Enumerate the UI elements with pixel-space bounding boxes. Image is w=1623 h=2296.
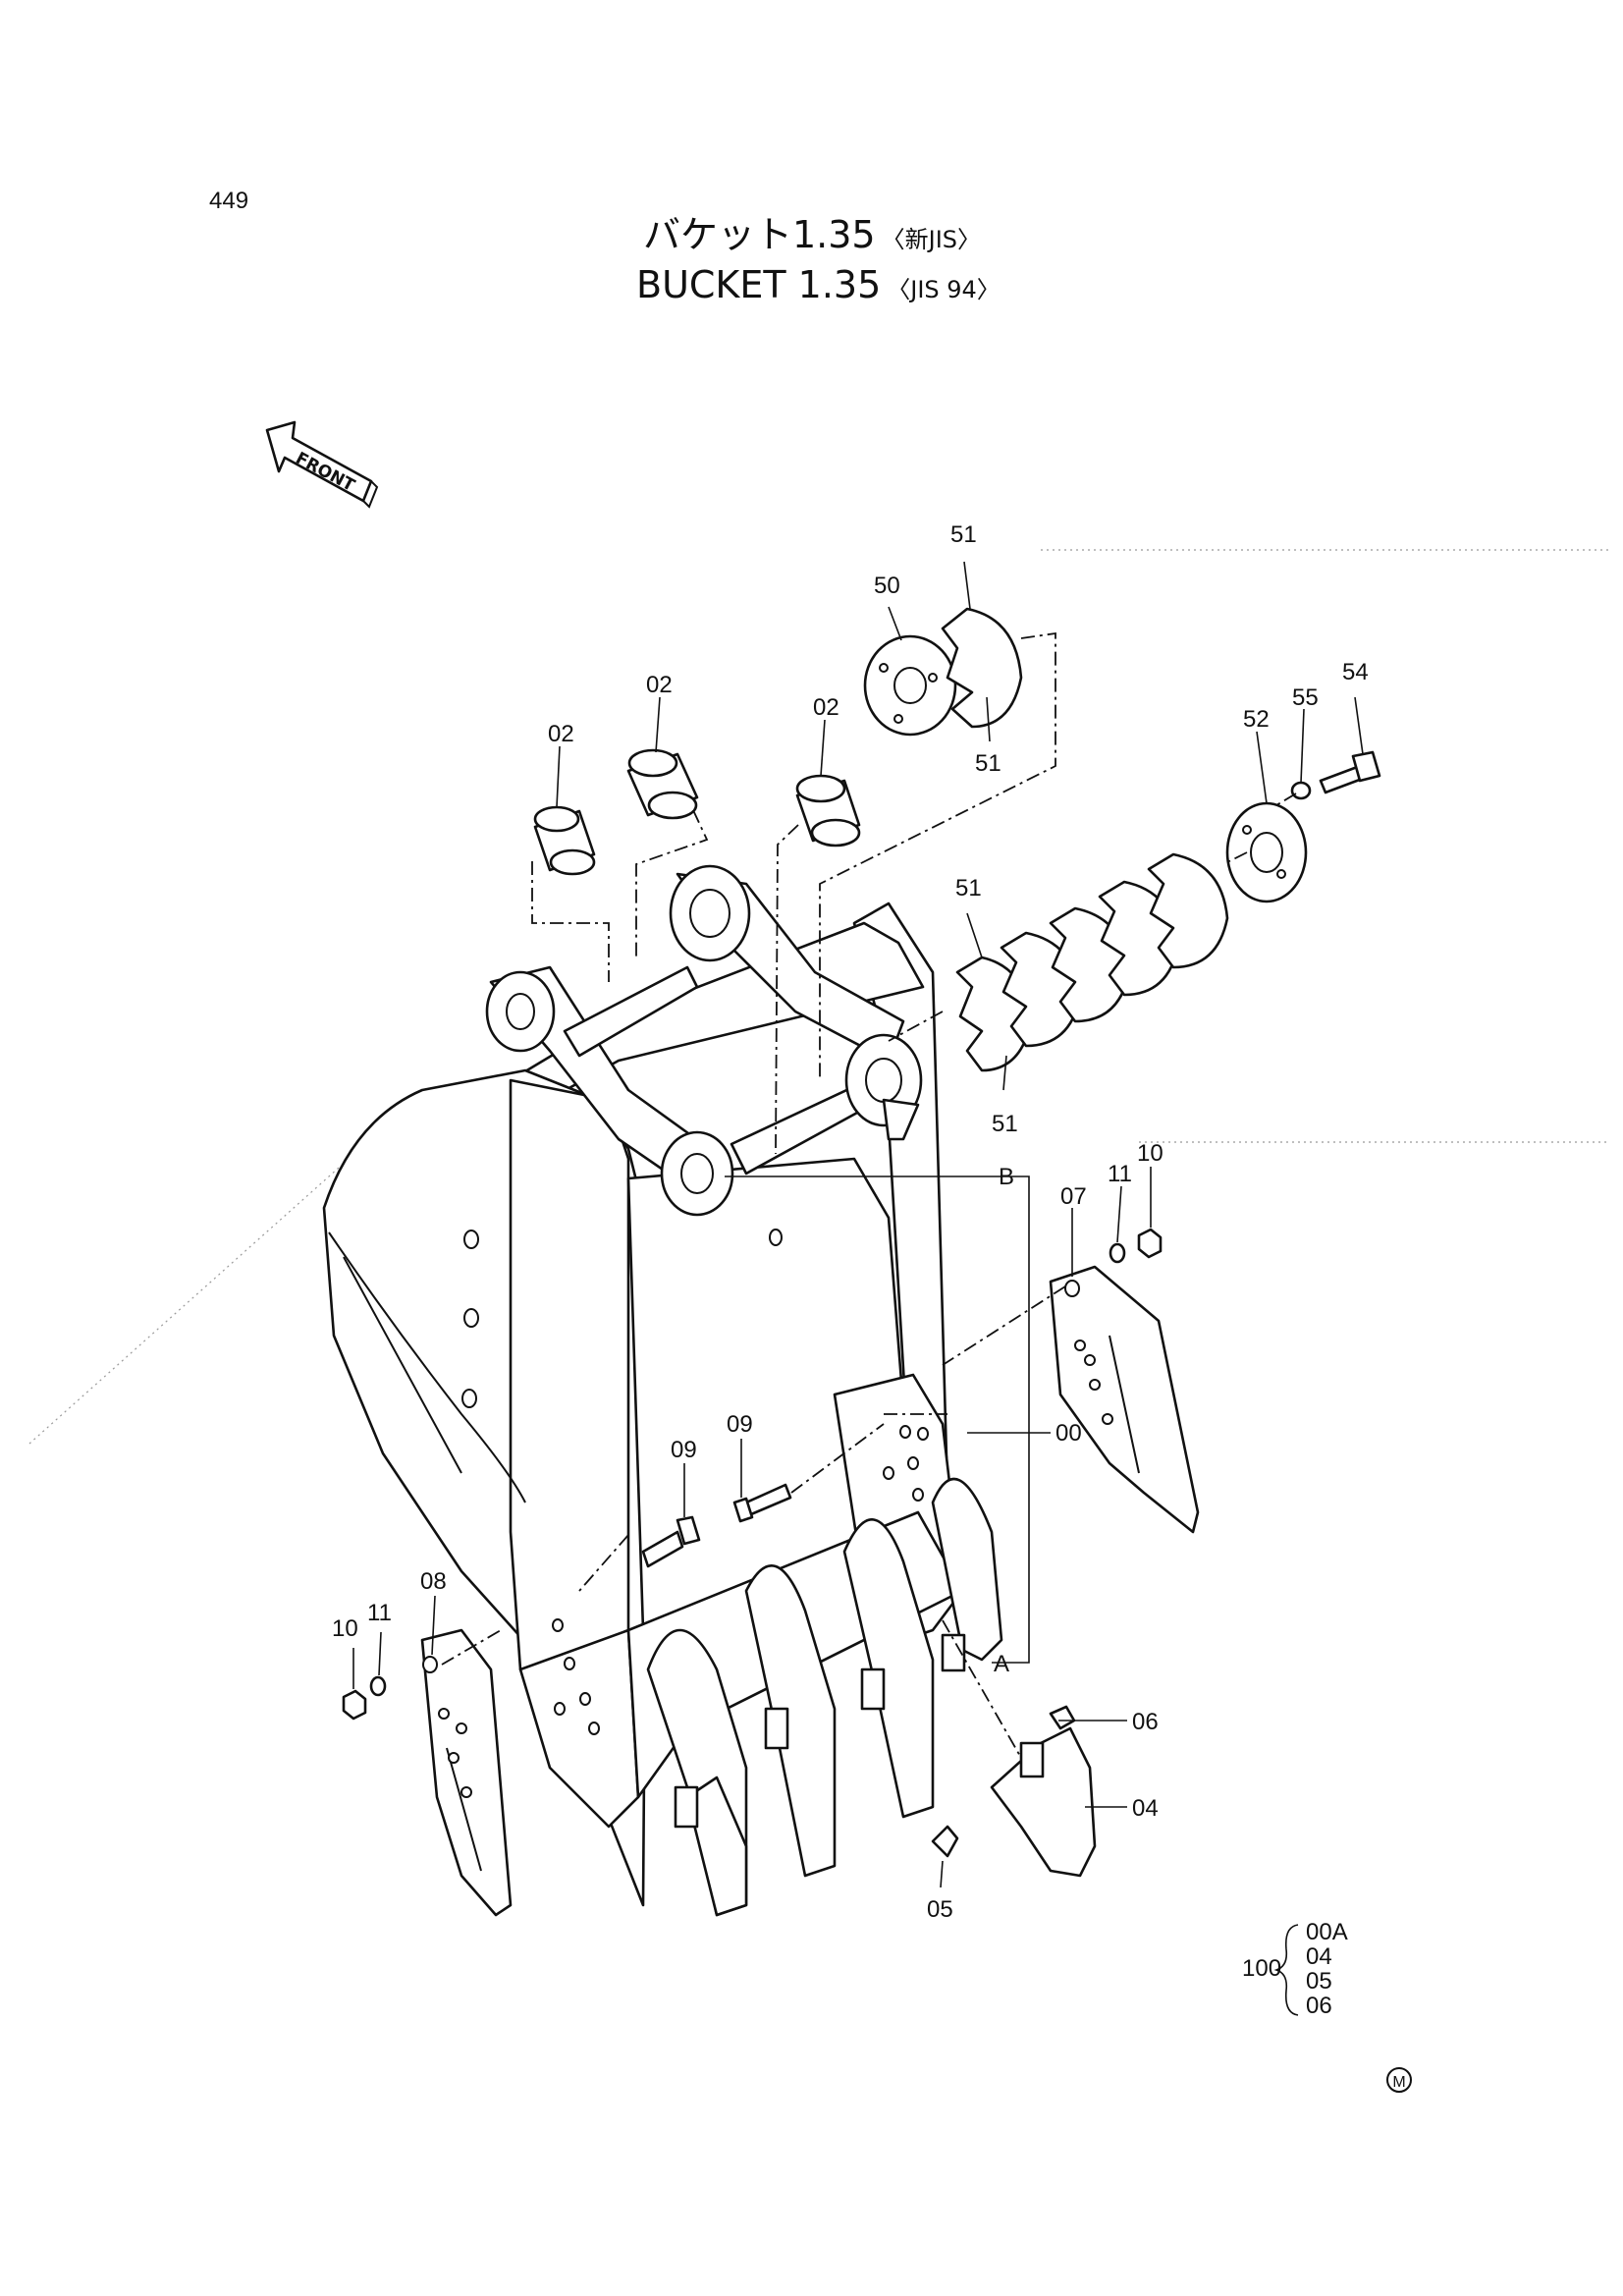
callout-07: 07 <box>1060 1183 1087 1210</box>
bushing-part-02 <box>795 774 861 847</box>
assembly-line <box>1226 851 1248 863</box>
callout-08: 08 <box>420 1568 447 1595</box>
callout-50: 50 <box>874 573 900 599</box>
page-number: 449 <box>209 188 248 214</box>
callout-05: 05 <box>927 1896 953 1923</box>
callout-09: 09 <box>727 1411 753 1438</box>
tooth-adapter <box>674 1785 699 1829</box>
callout-51: 51 <box>992 1111 1018 1137</box>
reference-A: A <box>994 1651 1009 1677</box>
assembly-line <box>819 631 1056 1080</box>
callout-02: 02 <box>646 672 673 698</box>
callout-10: 10 <box>1137 1140 1163 1167</box>
scan-artifact-line <box>28 1119 394 1445</box>
callout-51: 51 <box>955 875 982 902</box>
shim-part-51 <box>941 607 1023 729</box>
tooth-part-04 <box>990 1726 1097 1878</box>
washer-part-11 <box>1109 1242 1126 1264</box>
washer-part-55 <box>1290 781 1312 800</box>
side-cutter-part-08 <box>420 1628 513 1917</box>
bolt-part-09 <box>641 1515 701 1568</box>
kit-item: 05 <box>1306 1968 1332 1995</box>
assembly-line <box>888 1011 944 1042</box>
side-plate-holes <box>461 1144 929 1735</box>
title-english: BUCKET 1.35〈JIS 94〉 <box>636 263 1001 306</box>
bushing-part-02 <box>626 748 699 820</box>
assembly-line <box>531 861 610 982</box>
kit-legend: 100 00A 04 05 06 <box>1242 1919 1348 2019</box>
callout-labels: 02 02 02 50 51 51 51 51 52 55 54 07 11 1… <box>332 521 1369 1923</box>
assembly-line <box>775 824 799 1155</box>
bucket-teeth <box>646 1477 1003 1917</box>
assembly-line <box>1275 793 1297 806</box>
lock-part-05 <box>931 1825 959 1858</box>
kit-item: 00A <box>1306 1919 1348 1945</box>
kit-item: 04 <box>1306 1943 1332 1970</box>
kit-brace <box>1273 1924 1299 2016</box>
assembly-line <box>578 1534 629 1592</box>
tooth-adapter <box>941 1633 966 1672</box>
side-cutter-part-07 <box>1049 1265 1200 1534</box>
callout-54: 54 <box>1342 659 1369 685</box>
assembly-line <box>441 1629 502 1666</box>
callout-06: 06 <box>1132 1709 1159 1735</box>
assembly-line <box>635 809 709 957</box>
bucket-body <box>322 902 964 1907</box>
callout-02: 02 <box>813 694 839 721</box>
plate-part-52 <box>1225 801 1308 903</box>
callout-51: 51 <box>950 521 977 548</box>
callout-02: 02 <box>548 721 574 747</box>
callout-52: 52 <box>1243 706 1270 733</box>
tooth-adapter <box>764 1707 789 1750</box>
bushing-part-02 <box>533 805 596 876</box>
nut-part-10 <box>1137 1228 1163 1259</box>
nut-part-10 <box>342 1689 367 1721</box>
title-japanese: バケット1.35〈新JIS〉 <box>643 213 981 256</box>
callout-11: 11 <box>1108 1161 1132 1187</box>
bolt-part-54 <box>1319 750 1381 794</box>
marking-letter: M <box>1392 2074 1405 2091</box>
circled-marking: M <box>1386 2067 1412 2093</box>
assembly-line <box>790 1423 885 1494</box>
callout-04: 04 <box>1132 1795 1159 1822</box>
plate-part-50 <box>863 634 957 737</box>
mounting-brackets <box>485 864 923 1217</box>
leader-lines <box>352 561 1364 1888</box>
callout-00: 00 <box>1055 1420 1082 1447</box>
shim-stack-part-51 <box>955 852 1229 1072</box>
callout-09: 09 <box>671 1437 697 1463</box>
callout-55: 55 <box>1292 684 1319 711</box>
bolt-part-09 <box>732 1483 792 1523</box>
reference-B: B <box>999 1164 1014 1190</box>
pin-part-06 <box>1049 1705 1076 1730</box>
assembly-line <box>942 1285 1066 1366</box>
kit-number: 100 <box>1242 1955 1281 1982</box>
kit-item: 06 <box>1306 1993 1332 2019</box>
front-arrow-icon: FRONT <box>265 420 379 509</box>
callout-51: 51 <box>975 750 1001 777</box>
callout-11: 11 <box>367 1600 392 1626</box>
washer-part-11 <box>369 1675 387 1697</box>
tooth-adapter <box>860 1667 886 1711</box>
callout-10: 10 <box>332 1615 358 1642</box>
